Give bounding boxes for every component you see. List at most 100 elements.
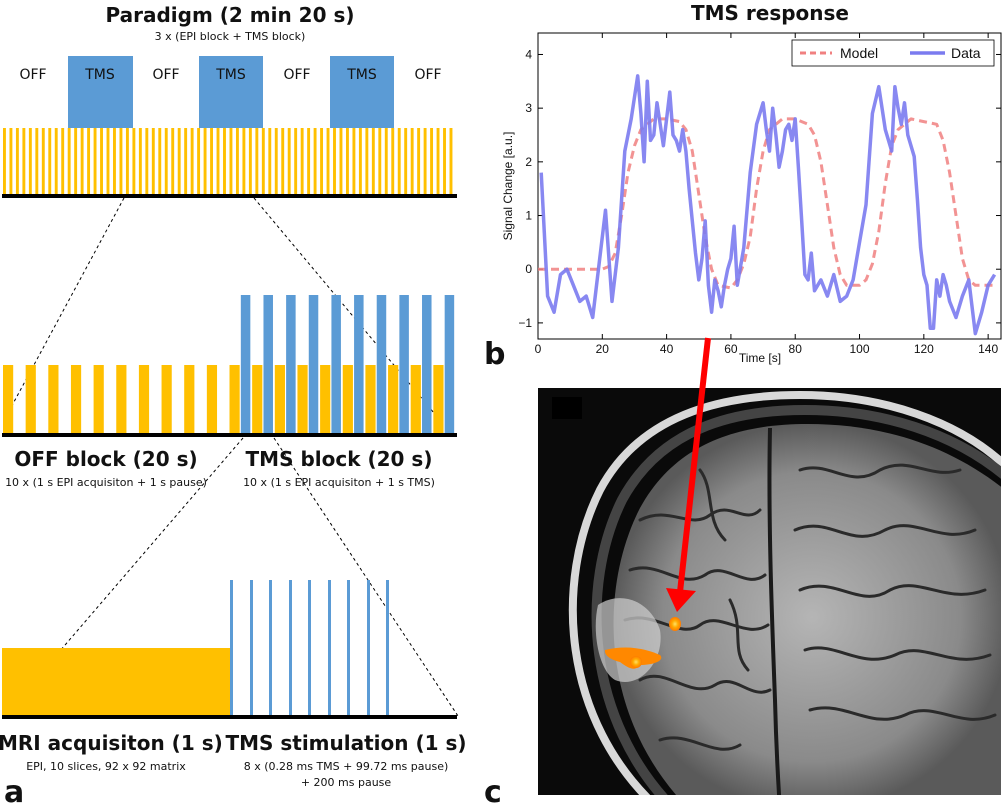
epi-pulse	[300, 128, 304, 194]
panel-a: Paradigm (2 min 20 s) 3 x (EPI block + T…	[0, 3, 467, 805]
tms-stim-pulse	[328, 580, 331, 716]
epi-pulse	[443, 128, 446, 194]
plot-frame	[537, 32, 1002, 340]
epi-pulse	[410, 128, 414, 194]
epi-acquisition	[48, 365, 59, 433]
chart-title: TMS response	[691, 1, 849, 25]
epi-pulse	[378, 128, 382, 194]
scalp-outline	[568, 390, 1001, 795]
block-label-off-1: OFF	[19, 67, 46, 83]
epi-pulse	[35, 128, 39, 194]
tms-stimulation-pulses	[230, 580, 389, 716]
x-tick-label: 120	[914, 342, 934, 356]
epi-pulse	[436, 128, 440, 194]
x-tick-label: 0	[535, 342, 542, 356]
epi-pulse	[119, 128, 123, 194]
epi-pulse	[190, 128, 194, 194]
activation-cluster	[669, 617, 681, 631]
epi-pulse	[287, 128, 291, 194]
epi-pulse	[449, 128, 453, 194]
epi-pulse	[326, 128, 330, 194]
tms-pulse	[444, 295, 455, 433]
epi-pulse	[313, 128, 317, 194]
x-tick-label: 60	[724, 342, 738, 356]
block-label-off-2: OFF	[152, 67, 179, 83]
epi-pulse	[268, 128, 272, 194]
epi-pulse	[210, 128, 213, 194]
x-axis-label: Time [s]	[739, 351, 781, 365]
epi-acquisition	[410, 365, 421, 433]
y-tick-label: 0	[525, 262, 532, 276]
epi-pulse	[397, 128, 401, 194]
y-tick-label: 4	[525, 47, 532, 61]
legend: Model Data	[791, 39, 995, 67]
pointer-arrow	[666, 337, 711, 612]
tms-pulse	[354, 295, 364, 433]
epi-pulse	[9, 128, 13, 194]
epi-pulse	[80, 128, 84, 194]
y-tick-label: 3	[525, 101, 532, 115]
epi-acquisition	[342, 365, 353, 433]
tms-stim-title: TMS stimulation (1 s)	[225, 731, 466, 755]
epi-pulse	[61, 128, 65, 194]
epi-pulse	[358, 128, 362, 194]
epi-acquisition	[25, 365, 36, 433]
x-tick-label: 40	[660, 342, 674, 356]
epi-acquisition	[93, 365, 104, 433]
epi-pulse	[307, 128, 311, 194]
fmri-acquisition-bar	[2, 648, 230, 716]
epi-pulse	[54, 128, 58, 194]
fmri-subtitle: EPI, 10 slices, 92 x 92 matrix	[26, 760, 186, 773]
tms-pulse	[286, 295, 296, 433]
epi-acquisition	[252, 365, 263, 433]
epi-acquisition	[116, 365, 127, 433]
epi-pulse	[384, 128, 388, 194]
epi-pulse	[48, 128, 52, 194]
series-layer	[538, 74, 997, 336]
block-pulse-train	[3, 295, 455, 433]
tms-stim-pulse	[308, 580, 311, 716]
paradigm-pulse-train	[3, 128, 453, 194]
panel-letter-c: c	[484, 775, 502, 805]
tms-block-bg-2	[199, 56, 263, 128]
tms-stim-pulse	[367, 580, 370, 716]
paradigm-title: Paradigm (2 min 20 s)	[105, 3, 354, 27]
tms-stim-pulse	[250, 580, 253, 716]
epi-pulse	[242, 128, 246, 194]
x-tick-label: 80	[789, 342, 803, 356]
epi-pulse	[248, 128, 252, 194]
legend-data-label: Data	[951, 45, 981, 61]
zoom-line	[7, 197, 125, 414]
tms-stim-subtitle-1: 8 x (0.28 ms TMS + 99.72 ms pause)	[244, 760, 449, 773]
series-model-line	[538, 117, 995, 290]
epi-pulse	[216, 128, 220, 194]
epi-pulse	[365, 128, 369, 194]
epi-pulse	[15, 128, 19, 194]
x-tick-label: 100	[850, 342, 870, 356]
epi-pulse	[281, 128, 285, 194]
tms-stim-pulse	[289, 580, 292, 716]
tms-stim-pulse	[269, 580, 272, 716]
epi-pulse	[158, 128, 162, 194]
epi-pulse	[197, 128, 201, 194]
epi-pulse	[391, 128, 395, 194]
skull-ring	[591, 404, 1001, 795]
off-block-title: OFF block (20 s)	[14, 447, 197, 471]
epi-pulse	[430, 128, 434, 194]
epi-acquisition	[184, 365, 195, 433]
tms-block-subtitle: 10 x (1 s EPI acquisiton + 1 s TMS)	[243, 476, 435, 489]
x-tick-label: 140	[978, 342, 998, 356]
epi-pulse	[41, 128, 45, 194]
series-data-line	[539, 74, 997, 336]
epi-pulse	[132, 128, 136, 194]
block-label-tms-3: TMS	[346, 67, 377, 83]
tms-block-title: TMS block (20 s)	[246, 447, 433, 471]
epi-pulse	[404, 128, 408, 194]
epi-pulse	[125, 128, 129, 194]
epi-pulse	[339, 128, 343, 194]
epi-pulse	[203, 128, 207, 194]
block-label-tms-1: TMS	[84, 67, 115, 83]
epi-pulse	[229, 128, 233, 194]
